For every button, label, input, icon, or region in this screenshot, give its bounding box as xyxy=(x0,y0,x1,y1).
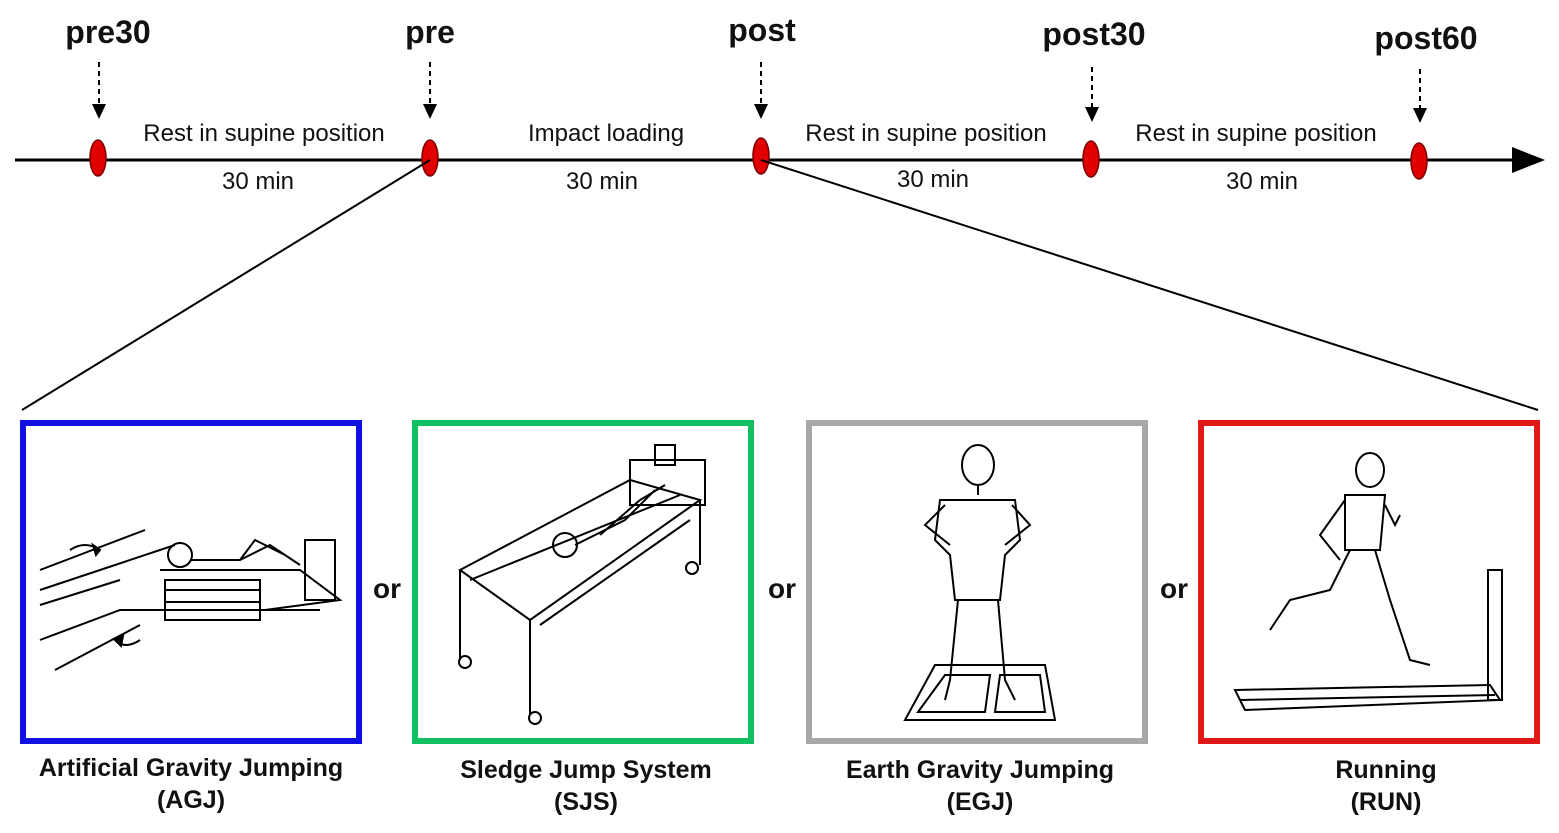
caption-egj-name: Earth Gravity Jumping xyxy=(845,756,1115,784)
caption-agj-name: Artificial Gravity Jumping xyxy=(38,754,344,782)
zoom-line-right xyxy=(760,159,1539,411)
caption-agj-abbr: (AGJ) xyxy=(156,786,226,814)
or-label-1: or xyxy=(373,573,401,604)
marker-pre30 xyxy=(89,139,107,177)
segment-2-activity: Impact loading xyxy=(527,120,685,147)
caption-sjs-name: Sledge Jump System xyxy=(460,756,712,784)
panel-agj xyxy=(20,420,362,744)
caption-run-abbr: (RUN) xyxy=(1350,788,1422,816)
dashed-arrows xyxy=(98,62,1421,110)
sjs-illustration xyxy=(458,444,706,725)
marker-post xyxy=(752,137,770,175)
marker-post60 xyxy=(1410,142,1428,180)
caption-run: Running (RUN) xyxy=(1335,754,1436,818)
agj-illustration xyxy=(39,529,343,671)
timeline-arrowhead xyxy=(1512,147,1545,173)
egj-illustration xyxy=(903,444,1057,721)
segment-1-duration: 30 min xyxy=(221,168,295,195)
timepoint-label-pre30: pre30 xyxy=(65,14,151,50)
timepoint-label-post: post xyxy=(728,12,796,48)
marker-pre xyxy=(421,139,439,177)
segment-4-activity: Rest in supine position xyxy=(1135,120,1377,147)
zoom-line-left xyxy=(21,159,431,411)
run-illustration xyxy=(1233,452,1503,712)
segment-3-duration: 30 min xyxy=(896,166,970,193)
timepoint-label-post30: post30 xyxy=(1042,16,1146,52)
segment-4-duration: 30 min xyxy=(1225,168,1299,195)
segment-3-activity: Rest in supine position xyxy=(805,120,1047,147)
segment-1-activity: Rest in supine position xyxy=(143,120,385,147)
or-label-2: or xyxy=(768,573,796,604)
timepoint-label-pre: pre xyxy=(405,14,455,50)
timepoint-markers xyxy=(89,137,1428,180)
panel-sjs xyxy=(412,420,754,744)
or-label-3: or xyxy=(1160,573,1188,604)
caption-sjs: Sledge Jump System (SJS) xyxy=(460,754,711,818)
caption-agj: Artificial Gravity Jumping (AGJ) xyxy=(39,752,343,816)
panel-run xyxy=(1198,420,1540,744)
timepoint-label-post60: post60 xyxy=(1374,20,1478,56)
arrow-heads xyxy=(92,104,1427,123)
caption-run-name: Running xyxy=(1335,756,1437,784)
segment-2-duration: 30 min xyxy=(565,168,639,195)
marker-post30 xyxy=(1082,140,1100,178)
panel-egj xyxy=(806,420,1148,744)
caption-sjs-abbr: (SJS) xyxy=(554,788,618,816)
caption-egj: Earth Gravity Jumping (EGJ) xyxy=(846,754,1114,818)
caption-egj-abbr: (EGJ) xyxy=(946,788,1014,816)
